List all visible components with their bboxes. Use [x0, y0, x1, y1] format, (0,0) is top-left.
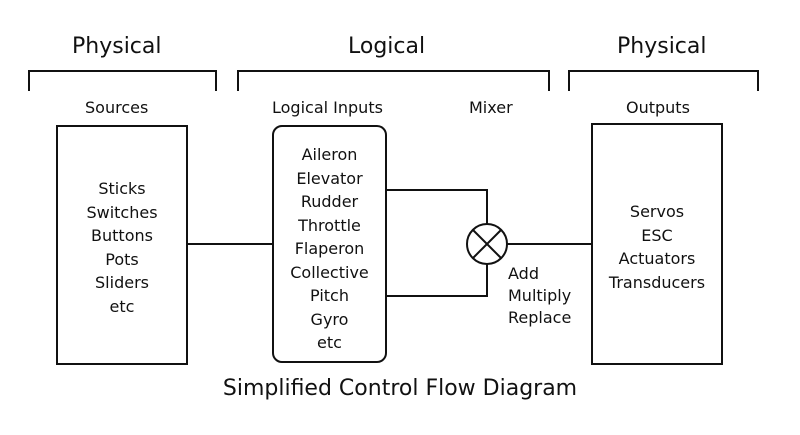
diagram-title: Simplified Control Flow Diagram [222, 376, 578, 401]
source-item: Switches [86, 202, 158, 222]
logical-input-item: Throttle [298, 215, 361, 235]
logical-input-item: Pitch [310, 286, 349, 305]
logical-input-item: Rudder [300, 192, 359, 211]
logical-inputs-list: Aileron Elevator Rudder Throttle Flapero… [273, 143, 386, 355]
header-physical-left: Physical [72, 34, 162, 59]
outputs-list: Servos ESC Actuators Transducers [592, 200, 722, 294]
sources-list: Sticks Switches Buttons Pots Sliders etc [57, 177, 187, 318]
mixer-op-item: Multiply [508, 286, 572, 305]
mixer-op-item: Add [508, 264, 539, 283]
header-physical-right: Physical [617, 34, 707, 59]
source-item: Buttons [91, 226, 153, 245]
output-item: Transducers [608, 272, 706, 292]
label-sources: Sources [85, 98, 149, 117]
source-item: Sliders [95, 273, 149, 292]
bracket-logical [237, 70, 550, 91]
label-logical-inputs: Logical Inputs [272, 98, 383, 117]
logical-input-item: Flaperon [294, 239, 365, 258]
logical-input-item: Aileron [301, 145, 358, 164]
bracket-physical-left [28, 70, 217, 91]
inputs-to-mixer-top-line [386, 189, 488, 224]
mixer-icon [466, 223, 508, 265]
bracket-physical-right [568, 70, 759, 91]
mixer-ops-list: Add Multiply Replace [508, 263, 571, 329]
output-item: Actuators [618, 249, 696, 268]
logical-input-item: Gyro [310, 309, 349, 329]
logical-input-item: etc [317, 333, 342, 352]
label-mixer: Mixer [469, 98, 513, 117]
inputs-to-mixer-bottom-line [386, 264, 488, 297]
logical-input-item: Collective [290, 262, 369, 282]
label-outputs: Outputs [626, 98, 690, 117]
mixer-op-item: Replace [508, 308, 572, 327]
header-logical: Logical [348, 34, 426, 59]
source-item: etc [109, 296, 135, 316]
output-item: ESC [641, 225, 673, 245]
output-item: Servos [629, 202, 685, 221]
logical-input-item: Elevator [296, 168, 363, 188]
source-item: Pots [105, 249, 139, 269]
source-item: Sticks [98, 179, 146, 198]
